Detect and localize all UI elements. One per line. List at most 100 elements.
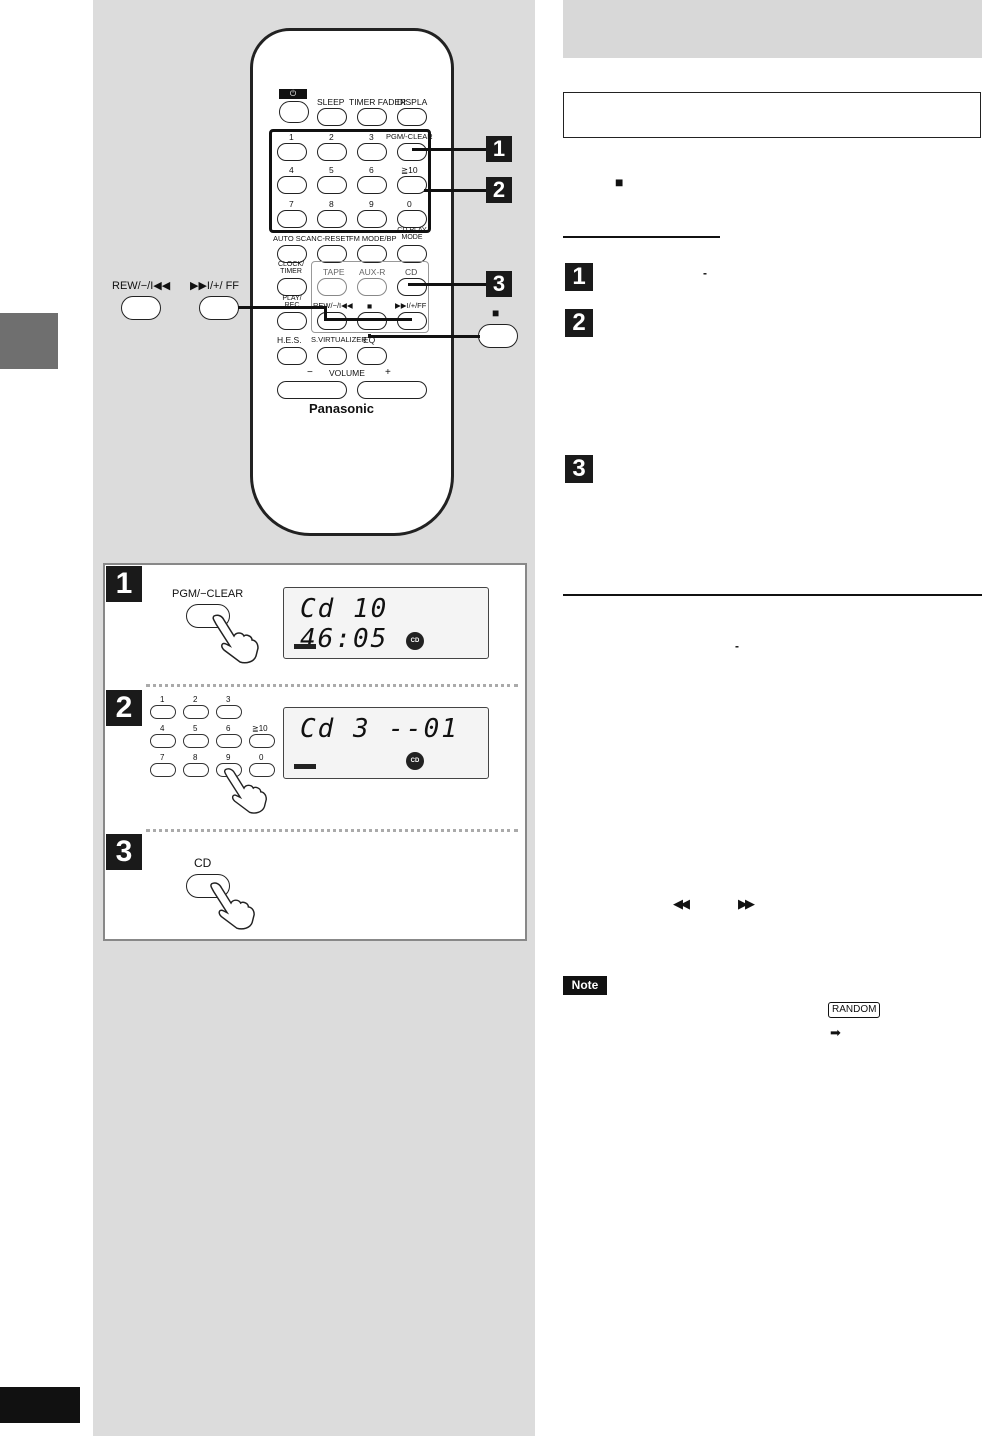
step1-marker: 1: [106, 566, 142, 602]
auto-scan-label: AUTO SCAN: [273, 234, 317, 243]
key-2-button[interactable]: [183, 705, 209, 719]
section-rule: [563, 594, 982, 596]
sleep-label: SLEEP: [317, 97, 345, 107]
step2-marker: 2: [106, 690, 142, 726]
key-5-button[interactable]: [183, 734, 209, 748]
hes-button[interactable]: [277, 347, 307, 365]
source-frame: [311, 261, 429, 333]
key-3-label: 3: [226, 695, 231, 704]
power-button[interactable]: [279, 101, 309, 123]
key-0-button[interactable]: [249, 763, 275, 777]
side-stop-label: ■: [492, 306, 500, 320]
c-reset-button[interactable]: [317, 245, 347, 263]
num-9-button[interactable]: [357, 210, 387, 228]
key-7-button[interactable]: [150, 763, 176, 777]
key-6-button[interactable]: [216, 734, 242, 748]
fm-mode-button[interactable]: [357, 245, 387, 263]
step1-display-text: Cd 10 46:05: [300, 594, 389, 654]
num-7-label: 7: [289, 199, 294, 209]
volume-up-button[interactable]: [357, 381, 427, 399]
num-2-button[interactable]: [317, 143, 347, 161]
note-badge: Note: [563, 976, 607, 995]
num-5-button[interactable]: [317, 176, 347, 194]
num-10plus-button[interactable]: [397, 176, 427, 194]
key-4-label: 4: [160, 724, 165, 733]
key-4-button[interactable]: [150, 734, 176, 748]
cd-disc-icon: CD: [406, 632, 424, 650]
rew-label: REW/−/I◀◀: [313, 301, 353, 310]
side-rew-label: REW/−/I◀◀: [112, 280, 171, 292]
num-8-button[interactable]: [317, 210, 347, 228]
leader-line-ff-remote-2: [324, 318, 412, 321]
cd-play-mode-button[interactable]: [397, 245, 427, 263]
leader-line-rew-ff: [238, 306, 324, 309]
key-2-label: 2: [193, 695, 198, 704]
instruction-marker-2: 2: [565, 309, 593, 337]
stop-label: ■: [367, 301, 373, 311]
num-4-button[interactable]: [277, 176, 307, 194]
cd-label: CD: [405, 267, 418, 277]
step-marker-2: 2: [486, 177, 512, 203]
section-title-box: [563, 92, 981, 138]
leader-line-2: [424, 189, 486, 192]
num-1-button[interactable]: [277, 143, 307, 161]
key-3-button[interactable]: [216, 705, 242, 719]
step2-display-text: Cd 3 --01: [300, 714, 459, 744]
ff-label: ▶▶I/+/FF: [395, 301, 427, 310]
key-8-button[interactable]: [183, 763, 209, 777]
num-3-label: 3: [369, 132, 374, 142]
step1-pgm-label: PGM/−CLEAR: [172, 588, 244, 600]
key-8-label: 8: [193, 753, 198, 762]
num-0-button[interactable]: [397, 210, 427, 228]
instruction-marker-3: 3: [565, 455, 593, 483]
num-6-label: 6: [369, 165, 374, 175]
display-label: DISPLA: [397, 97, 428, 107]
num-1-label: 1: [289, 132, 294, 142]
num-3-button[interactable]: [357, 143, 387, 161]
stop-button[interactable]: [357, 312, 387, 330]
step-marker-3: 3: [486, 271, 512, 297]
clock-timer-button[interactable]: [277, 278, 307, 296]
eq-button[interactable]: [357, 347, 387, 365]
eq-label: EQ: [363, 335, 376, 345]
arrow-icon: ➡: [830, 1025, 841, 1040]
header-band: [563, 0, 982, 58]
num-10plus-label: ≧10: [401, 165, 418, 175]
side-ff-label: ▶▶I/+/ FF: [190, 280, 240, 292]
leader-line-1: [412, 148, 486, 151]
tape-button[interactable]: [317, 278, 347, 296]
auto-scan-button[interactable]: [277, 245, 307, 263]
remote-control: ⏻ SLEEP TIMER FADER DISPLA 1 2 3 PGM/-CL…: [250, 28, 454, 536]
key-10plus-button[interactable]: [249, 734, 275, 748]
cd-button[interactable]: [397, 278, 427, 296]
side-rew-button[interactable]: [121, 296, 161, 320]
divider-dots-2: [146, 829, 518, 832]
step1-display: Cd 10 46:05 CD: [283, 587, 489, 659]
num-5-label: 5: [329, 165, 334, 175]
rew-button[interactable]: [317, 312, 347, 330]
chapter-tab: [0, 313, 58, 369]
side-stop-button[interactable]: [478, 324, 518, 348]
timer-fader-button[interactable]: [357, 108, 387, 126]
svirtualizer-label: S.VIRTUALIZER: [311, 335, 367, 344]
svirtualizer-button[interactable]: [317, 347, 347, 365]
step-marker-1: 1: [486, 136, 512, 162]
cd-disc-icon: CD: [406, 752, 424, 770]
power-icon: ⏻: [279, 89, 307, 99]
display-button[interactable]: [397, 108, 427, 126]
divider-dots-1: [146, 684, 518, 687]
hes-label: H.E.S.: [277, 335, 302, 345]
skip-back-icon: ◀◀: [673, 896, 690, 911]
ff-button[interactable]: [397, 312, 427, 330]
dash-mark-1: -: [703, 266, 707, 280]
num-6-button[interactable]: [357, 176, 387, 194]
num-7-button[interactable]: [277, 210, 307, 228]
subheading-rule: [563, 236, 720, 238]
key-1-button[interactable]: [150, 705, 176, 719]
sleep-button[interactable]: [317, 108, 347, 126]
pgm-clear-button[interactable]: [397, 143, 427, 161]
play-rec-button[interactable]: [277, 312, 307, 330]
volume-down-button[interactable]: [277, 381, 347, 399]
aux-button[interactable]: [357, 278, 387, 296]
side-ff-button[interactable]: [199, 296, 239, 320]
